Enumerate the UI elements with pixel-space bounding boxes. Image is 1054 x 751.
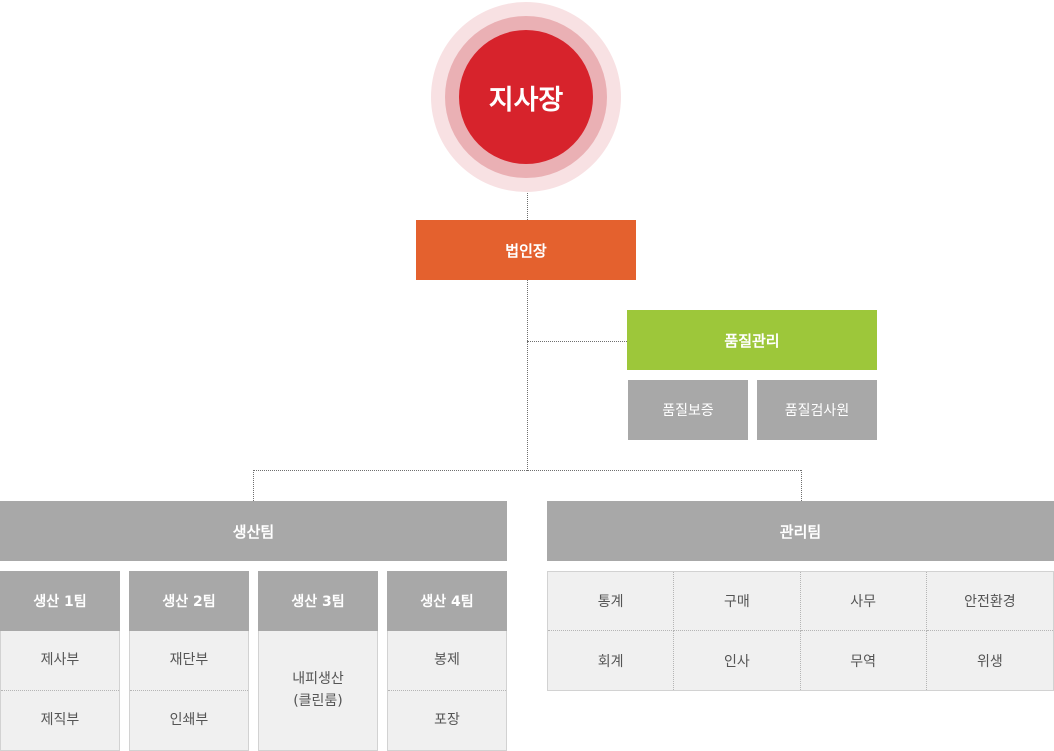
management-cell: 통계 (548, 572, 675, 631)
department-cell: 제직부 (1, 690, 119, 750)
department-cell: 제사부 (40, 651, 80, 668)
department-cell: 재단부 (169, 651, 209, 668)
column-title: 생산 3팀 (291, 594, 345, 610)
column-title: 생산 1팀 (33, 594, 87, 610)
production-team-4-header: 생산 4팀 (387, 571, 507, 631)
ceo-node-label: 법인장 (505, 241, 547, 260)
department-cell: 인쇄부 (130, 690, 248, 750)
department-cell: 내피생산 (클린룸) (259, 631, 377, 750)
production-team-4-column: 생산 4팀 봉제 포장 (387, 571, 507, 751)
management-cell: 인사 (674, 631, 801, 690)
column-title: 생산 2팀 (162, 594, 216, 610)
top-node-branch-manager: 지사장 (459, 30, 593, 164)
production-team-3-column: 생산 3팀 내피생산 (클린룸) (258, 571, 378, 751)
connector-teams-horizontal (253, 470, 801, 471)
management-cell: 위생 (976, 653, 1003, 670)
top-node-label: 지사장 (488, 84, 564, 116)
production-team-2-header: 생산 2팀 (129, 571, 249, 631)
management-cell: 사무 (800, 572, 927, 631)
department-line: (클린룸) (293, 692, 343, 709)
connector-top-ceo (527, 164, 528, 220)
management-team-label: 관리팀 (779, 522, 822, 541)
quality-node-label: 품질관리 (724, 331, 780, 350)
production-team-4-body: 봉제 포장 (387, 631, 507, 751)
connector-management-drop (801, 470, 802, 501)
production-team-2-column: 생산 2팀 재단부 인쇄부 (129, 571, 249, 751)
department-line: 내피생산 (292, 670, 344, 687)
production-team-node: 생산팀 (0, 501, 507, 561)
production-team-label: 생산팀 (232, 522, 275, 541)
quality-sub-label: 품질검사원 (784, 403, 850, 419)
connector-production-drop (253, 470, 254, 501)
column-title: 생산 4팀 (420, 594, 474, 610)
quality-sub-node: 품질검사원 (757, 380, 877, 440)
management-cell: 구매 (674, 572, 801, 631)
production-team-1-column: 생산 1팀 제사부 제직부 (0, 571, 120, 751)
management-cell: 안전환경 (926, 572, 1053, 631)
quality-node: 품질관리 (627, 310, 877, 370)
quality-sub-node: 품질보증 (628, 380, 748, 440)
production-team-1-header: 생산 1팀 (0, 571, 120, 631)
management-team-grid: 통계 구매 사무 안전환경 회계 인사 무역 위생 (547, 571, 1054, 691)
management-cell: 회계 (548, 631, 675, 690)
production-team-3-body: 내피생산 (클린룸) (258, 631, 378, 751)
production-team-3-header: 생산 3팀 (258, 571, 378, 631)
quality-sub-label: 품질보증 (662, 403, 714, 419)
production-team-2-body: 재단부 인쇄부 (129, 631, 249, 751)
department-cell: 봉제 (434, 651, 460, 668)
ceo-node: 법인장 (416, 220, 636, 280)
department-cell: 포장 (388, 690, 506, 750)
connector-quality-branch (527, 341, 627, 342)
production-team-1-body: 제사부 제직부 (0, 631, 120, 751)
management-team-node: 관리팀 (547, 501, 1054, 561)
connector-ceo-trunk (527, 280, 528, 471)
management-cell: 무역 (801, 631, 927, 690)
